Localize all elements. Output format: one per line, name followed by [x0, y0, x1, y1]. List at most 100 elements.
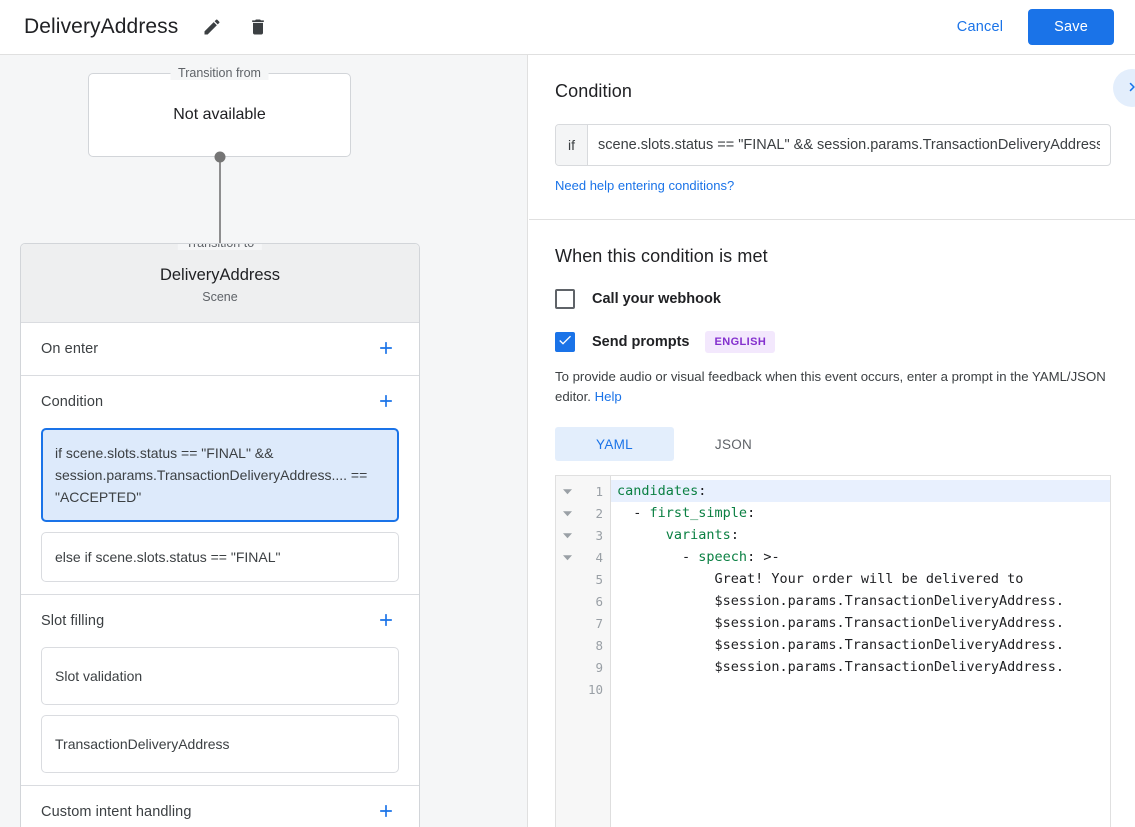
- slot-validation-item[interactable]: Slot validation: [41, 647, 399, 705]
- fold-toggle-icon[interactable]: [560, 487, 574, 496]
- condition-item-selected[interactable]: if scene.slots.status == "FINAL" && sess…: [41, 428, 399, 522]
- transition-to-name: DeliveryAddress: [159, 266, 281, 284]
- editor-gutter-row: 7: [556, 612, 610, 634]
- checkmark-icon: [557, 332, 573, 353]
- tab-yaml[interactable]: YAML: [555, 427, 674, 461]
- section-custom-intent-handling: Custom intent handling: [21, 786, 419, 827]
- editor-code-line[interactable]: $session.params.TransactionDeliveryAddre…: [617, 659, 1065, 675]
- editor-gutter-row: 9: [556, 656, 610, 678]
- helper-help-link[interactable]: Help: [594, 389, 622, 404]
- send-prompts-label: Send prompts: [592, 334, 690, 350]
- transition-to-card: Transition to DeliveryAddress Scene On e…: [20, 243, 420, 827]
- fold-toggle-icon[interactable]: [560, 509, 574, 518]
- top-app-bar: DeliveryAddress Cancel Save: [0, 0, 1135, 55]
- condition-input-row[interactable]: if: [555, 124, 1111, 166]
- editor-gutter-row: 10: [556, 678, 610, 700]
- send-prompts-row: Send prompts ENGLISH: [555, 331, 1111, 353]
- section-title-on-enter: On enter: [41, 341, 99, 357]
- helper-text-body: To provide audio or visual feedback when…: [555, 369, 1106, 404]
- add-on-enter-button[interactable]: [373, 336, 399, 362]
- condition-item[interactable]: else if scene.slots.status == "FINAL": [41, 532, 399, 582]
- editor-gutter-row: 5: [556, 568, 610, 590]
- editor-line-number: 2: [595, 505, 603, 521]
- condition-if-label: if: [556, 125, 588, 165]
- condition-heading: Condition: [555, 81, 632, 101]
- editor-gutter-row: 8: [556, 634, 610, 656]
- editor-line-number: 4: [595, 549, 603, 565]
- plus-icon: [376, 338, 396, 361]
- plus-icon: [376, 610, 396, 633]
- editor-code-line[interactable]: - first_simple:: [617, 505, 756, 521]
- pencil-icon: [202, 17, 222, 37]
- expand-panel-button[interactable]: [1113, 69, 1135, 107]
- editor-code-line[interactable]: candidates:: [611, 480, 1110, 502]
- section-header-slot-filling: Slot filling: [41, 595, 399, 647]
- section-header-on-enter: On enter: [41, 323, 399, 375]
- editor-line-number: 3: [595, 527, 603, 543]
- transition-to-legend: Transition to: [177, 244, 263, 250]
- section-condition: Condition if scene.slots.status == "FINA…: [21, 376, 419, 595]
- slot-item-transaction-delivery-address[interactable]: TransactionDeliveryAddress: [41, 715, 399, 773]
- add-custom-intent-button[interactable]: [373, 799, 399, 825]
- section-slot-filling: Slot filling Slot validation Transaction…: [21, 595, 419, 786]
- add-slot-filling-button[interactable]: [373, 608, 399, 634]
- condition-expression-input[interactable]: [588, 125, 1110, 165]
- transition-from-value: Not available: [173, 106, 266, 123]
- when-met-heading: When this condition is met: [555, 246, 768, 266]
- save-button[interactable]: Save: [1028, 9, 1114, 45]
- call-webhook-checkbox[interactable]: [555, 289, 575, 309]
- editor-gutter[interactable]: 1 2 3 4 5 6 7 8 9 10: [556, 476, 611, 827]
- transition-from-legend: Transition from: [170, 66, 269, 80]
- call-webhook-label: Call your webhook: [592, 291, 721, 307]
- plus-icon: [376, 801, 396, 824]
- editor-code-line[interactable]: Great! Your order will be delivered to: [617, 571, 1024, 587]
- webhook-row: Call your webhook: [555, 289, 1111, 309]
- prompts-helper-text: To provide audio or visual feedback when…: [555, 367, 1111, 407]
- left-panel: Transition from Not available Transition…: [0, 55, 528, 827]
- condition-list: if scene.slots.status == "FINAL" && sess…: [41, 428, 399, 594]
- editor-code-line[interactable]: - speech: >-: [617, 549, 780, 565]
- editor-code-line[interactable]: $session.params.TransactionDeliveryAddre…: [617, 593, 1065, 609]
- chevron-right-icon: [1123, 78, 1135, 99]
- condition-editor-block: Condition if Need help entering conditio…: [529, 55, 1135, 220]
- editor-gutter-row: 2: [556, 502, 610, 524]
- editor-line-number: 5: [595, 571, 603, 587]
- editor-line-number: 7: [595, 615, 603, 631]
- when-condition-met-block: When this condition is met Call your web…: [529, 220, 1135, 827]
- section-on-enter: On enter: [21, 323, 419, 376]
- plus-icon: [376, 391, 396, 414]
- editor-line-number: 8: [595, 637, 603, 653]
- editor-gutter-row: 6: [556, 590, 610, 612]
- editor-code-area[interactable]: candidates: - first_simple: variants: - …: [611, 476, 1110, 827]
- top-bar-actions: Cancel Save: [949, 9, 1114, 45]
- send-prompts-checkbox[interactable]: [555, 332, 575, 352]
- editor-code-line[interactable]: $session.params.TransactionDeliveryAddre…: [617, 615, 1065, 631]
- fold-toggle-icon[interactable]: [560, 553, 574, 562]
- edit-button[interactable]: [196, 11, 228, 43]
- condition-help-link[interactable]: Need help entering conditions?: [555, 178, 735, 193]
- editor-code-line[interactable]: variants:: [665, 527, 739, 543]
- content-area: Transition from Not available Transition…: [0, 55, 1135, 827]
- transition-to-header: DeliveryAddress Scene: [21, 244, 419, 323]
- editor-line-number: 10: [587, 681, 603, 697]
- fold-toggle-icon[interactable]: [560, 531, 574, 540]
- section-title-condition: Condition: [41, 394, 104, 410]
- section-title-custom-intent-handling: Custom intent handling: [41, 804, 192, 820]
- editor-code-line[interactable]: $session.params.TransactionDeliveryAddre…: [617, 637, 1065, 653]
- tab-json[interactable]: JSON: [674, 427, 793, 461]
- add-condition-button[interactable]: [373, 389, 399, 415]
- code-editor[interactable]: 1 2 3 4 5 6 7 8 9 10 candidates: - first_simple: …: [555, 475, 1111, 827]
- editor-line-number: 9: [595, 659, 603, 675]
- cancel-button[interactable]: Cancel: [949, 10, 1011, 44]
- slot-filling-list: Slot validation TransactionDeliveryAddre…: [41, 647, 399, 785]
- editor-gutter-row: 3: [556, 524, 610, 546]
- delete-button[interactable]: [242, 11, 274, 43]
- transition-from-card: Transition from Not available: [88, 66, 351, 157]
- section-title-slot-filling: Slot filling: [41, 613, 105, 629]
- editor-code-line[interactable]: [611, 678, 1110, 700]
- language-badge: ENGLISH: [705, 331, 776, 353]
- editor-gutter-row: 4: [556, 546, 610, 568]
- editor-line-number: 1: [595, 483, 603, 499]
- editor-gutter-row: 1: [556, 480, 610, 502]
- section-header-condition: Condition: [41, 376, 399, 428]
